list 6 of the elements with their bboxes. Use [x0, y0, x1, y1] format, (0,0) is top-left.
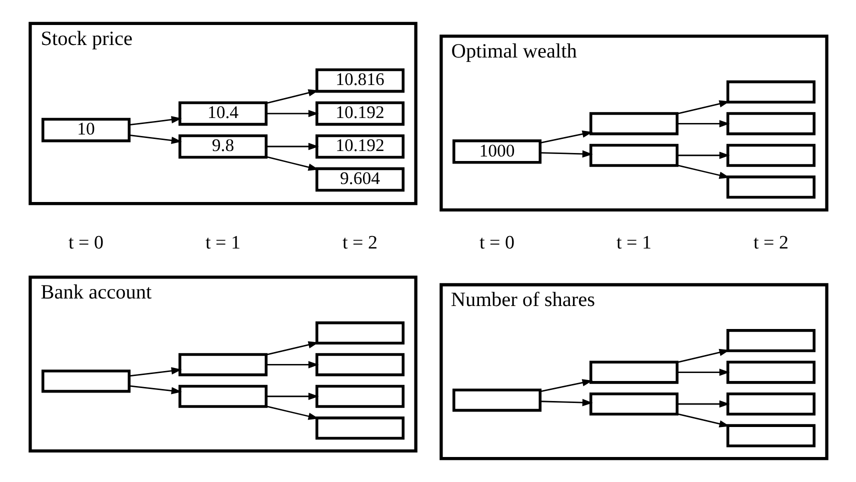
label: t = 1: [205, 232, 240, 254]
label: t = 0: [478, 232, 514, 254]
label: t = 0: [68, 232, 104, 254]
label: t = 2: [752, 232, 788, 254]
label: t = 1: [616, 232, 651, 254]
label: t = 2: [342, 232, 378, 254]
